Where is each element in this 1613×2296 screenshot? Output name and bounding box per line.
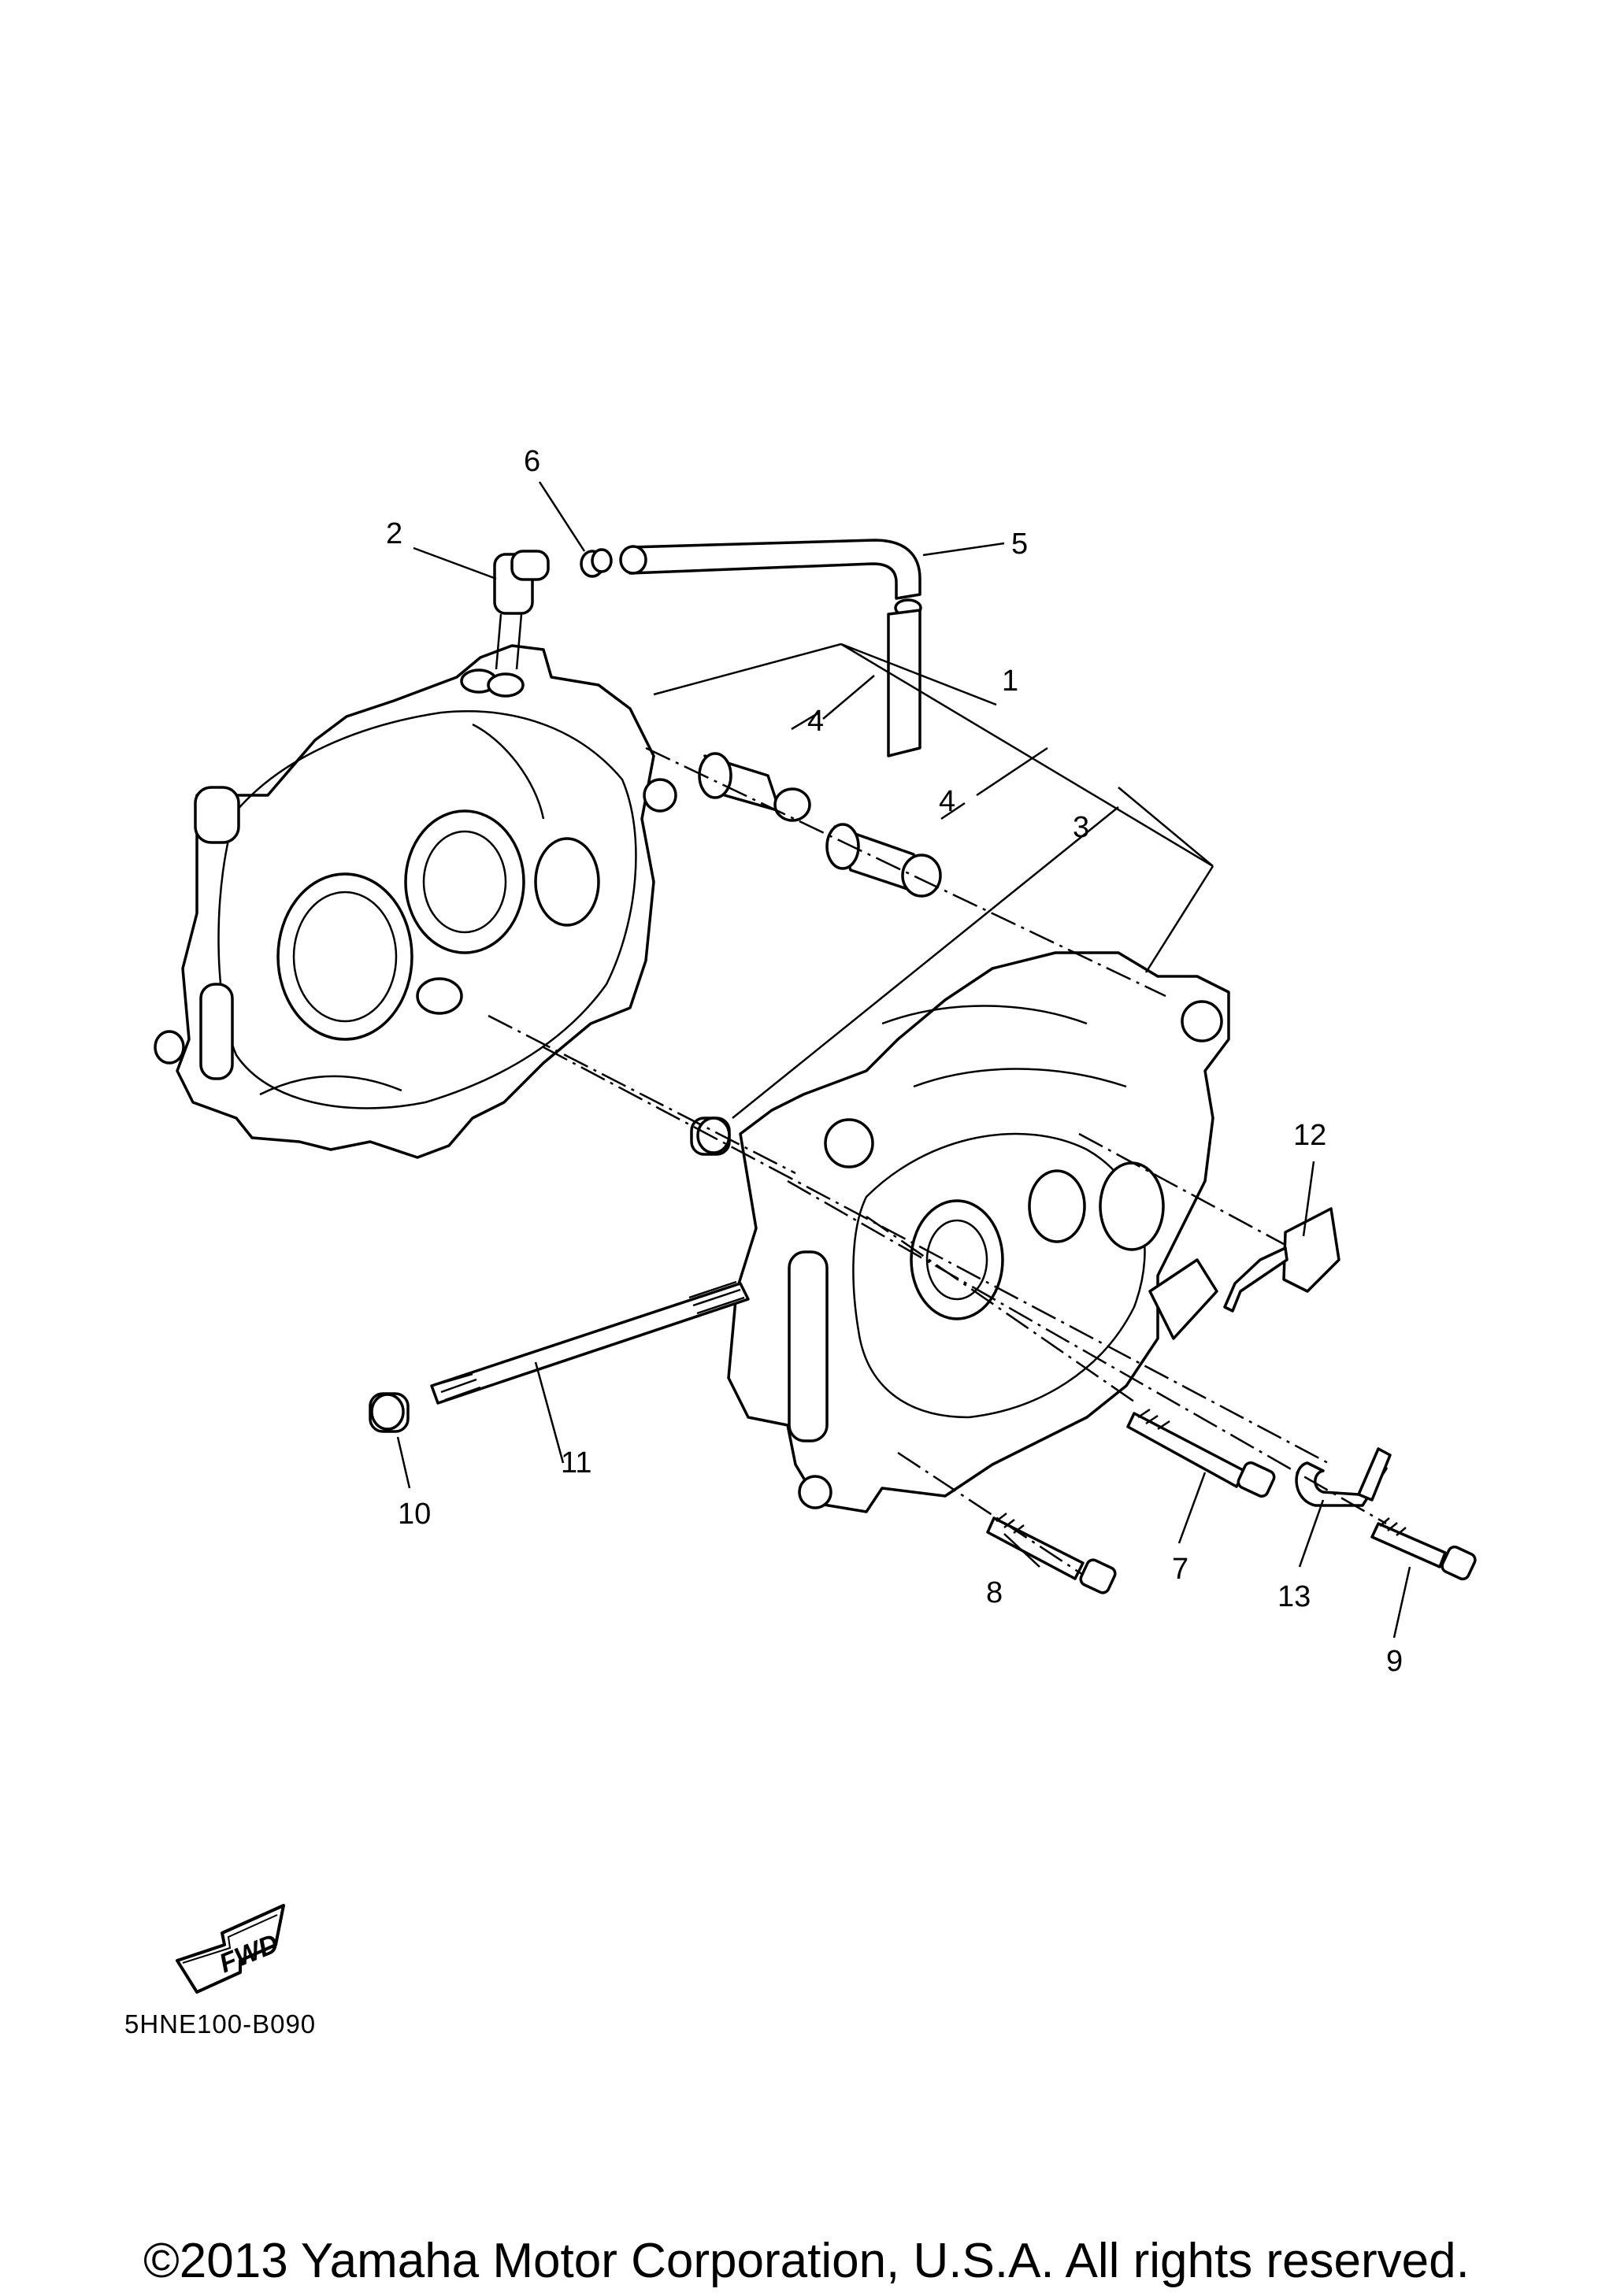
- callout-6: 6: [524, 445, 540, 478]
- callout-13: 13: [1277, 1580, 1311, 1613]
- callout-7: 7: [1172, 1553, 1188, 1586]
- part-4-dowel-pin-lower: [825, 823, 942, 898]
- callout-labels: 1 2 3 4 4 5 6 7 8 9 10 11 12 13: [386, 445, 1403, 1678]
- callout-12: 12: [1293, 1119, 1326, 1152]
- part-11-stud-bolt: [430, 1280, 750, 1405]
- part-10-collar: [369, 1392, 410, 1433]
- part-12-bracket: [1223, 1207, 1340, 1313]
- copyright-notice: ©2013 Yamaha Motor Corporation, U.S.A. A…: [143, 2234, 1470, 2288]
- part-6-hose-clip: [580, 548, 613, 578]
- fwd-arrow-icon: FWD: [176, 1904, 285, 1994]
- part-8-bolt: [986, 1513, 1117, 1594]
- right-crankcase-half: [727, 951, 1230, 1513]
- part-7-bolt: [1126, 1408, 1276, 1498]
- left-crankcase-half: [154, 644, 677, 1159]
- leader-lines: [396, 481, 1411, 1639]
- callout-10: 10: [398, 1498, 431, 1531]
- callout-3: 3: [1073, 811, 1089, 844]
- callout-1: 1: [1002, 665, 1018, 698]
- part-9-bolt: [1370, 1517, 1477, 1581]
- part-2-breather-fitting: [487, 550, 550, 698]
- callout-8: 8: [986, 1576, 1003, 1609]
- callout-2: 2: [386, 517, 402, 550]
- callout-4a: 4: [807, 705, 824, 738]
- alignment-lines: [488, 746, 1387, 1576]
- callout-9: 9: [1386, 1645, 1403, 1678]
- part-5-breather-hose: [619, 539, 922, 757]
- callout-4b: 4: [939, 785, 955, 818]
- part-4-dowel-pin-upper: [698, 752, 811, 822]
- callout-5: 5: [1011, 528, 1028, 561]
- part-13-clamp: [1295, 1447, 1392, 1507]
- diagram-code: 5HNE100-B090: [124, 2009, 317, 2039]
- callout-11: 11: [561, 1446, 591, 1479]
